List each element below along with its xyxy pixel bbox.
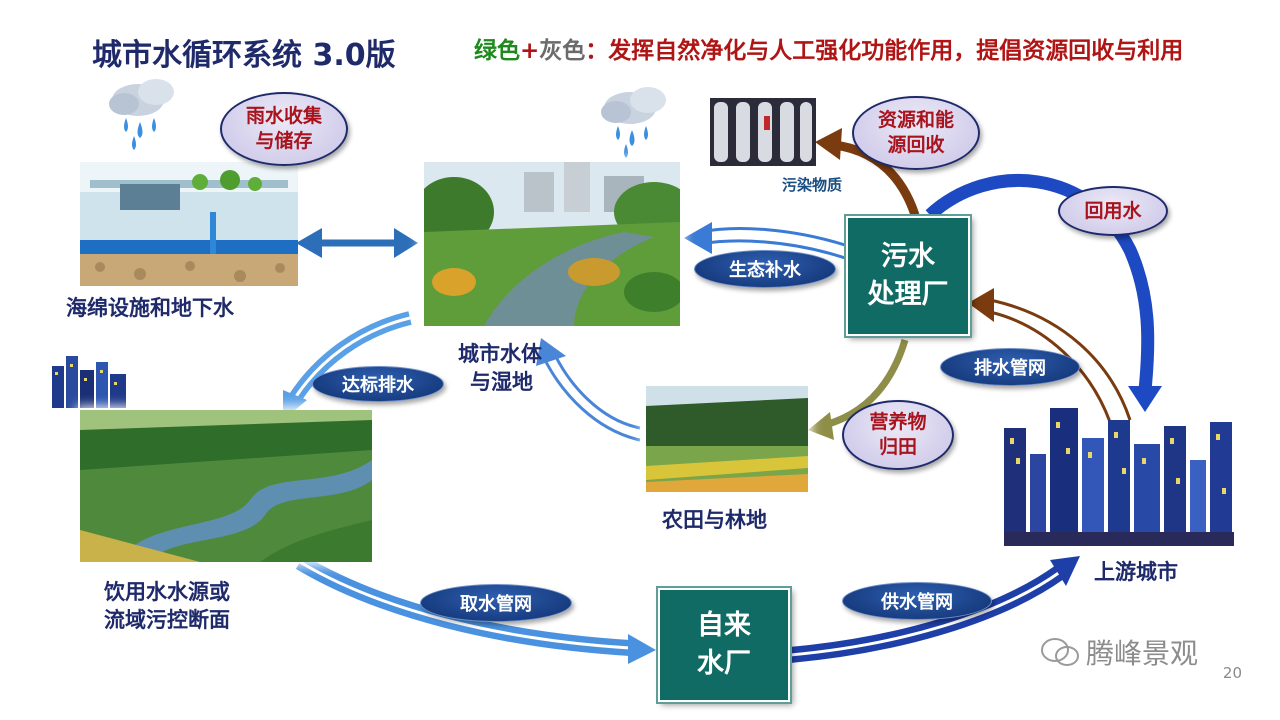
supply-net-pill: 供水管网	[842, 582, 992, 620]
drainage-net-pill: 排水管网	[940, 348, 1080, 386]
resource-recovery-pill: 资源和能 源回收	[852, 96, 980, 170]
watermark-text: 腾峰景观	[1086, 632, 1198, 672]
water-body-label-1: 城市水体	[458, 340, 542, 368]
river-photo	[80, 410, 372, 562]
intake-net-pill: 取水管网	[420, 584, 572, 622]
upstream-city-label: 上游城市	[1094, 558, 1178, 586]
farm-to-waterbody-arrow	[536, 338, 640, 440]
sewage-plant-box: 污水 处理厂	[846, 216, 970, 336]
pollutants-label: 污染物质	[782, 174, 842, 195]
pollutant-photo	[710, 98, 816, 166]
sponge-label: 海绵设施和地下水	[66, 294, 234, 322]
rain-cloud-icon	[109, 79, 174, 150]
sponge-facility-image	[80, 162, 298, 286]
sponge-waterbody-arrow	[296, 228, 418, 258]
rain-collection-pill: 雨水收集 与储存	[220, 92, 348, 166]
farm-label: 农田与林地	[662, 506, 767, 534]
water-body-photo	[424, 162, 680, 326]
watermark: 腾峰景观	[1040, 632, 1198, 672]
small-city-icon	[50, 356, 130, 408]
eco-water-pill: 生态补水	[694, 250, 836, 288]
farm-forest-photo	[646, 386, 808, 492]
standard-discharge-pill: 达标排水	[312, 366, 444, 402]
water-plant-box: 自来 水厂	[658, 588, 790, 702]
upstream-city-image	[1004, 408, 1234, 546]
wechat-icon	[1040, 636, 1080, 668]
water-body-label-2: 与湿地	[470, 368, 533, 396]
nutrient-return-pill: 营养物 归田	[842, 400, 954, 470]
drinking-source-label-2: 流域污控断面	[104, 606, 230, 634]
page-number: 20	[1223, 664, 1242, 682]
drinking-source-label-1: 饮用水水源或	[104, 578, 230, 606]
reuse-water-pill: 回用水	[1058, 186, 1168, 236]
rain-cloud-icon	[601, 87, 666, 158]
